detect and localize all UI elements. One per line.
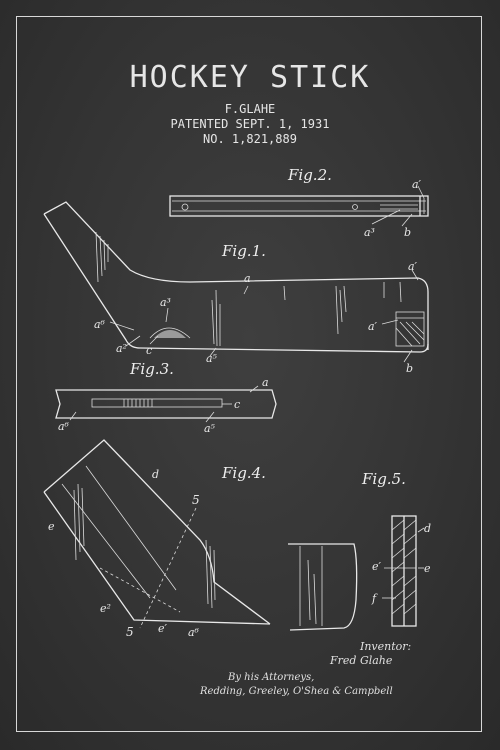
fig4-label-d: d xyxy=(152,468,159,481)
attorneys-label: By his Attorneys, xyxy=(227,672,314,683)
fig1-label-c: c xyxy=(146,344,152,357)
patent-number: NO. 1,821,889 xyxy=(203,132,297,146)
figure-1: Fig.1. xyxy=(43,201,429,375)
fig1-label-a5: a⁵ xyxy=(206,352,218,365)
fig4-label-e1: e′ xyxy=(158,622,168,635)
fig1-label-a2: a² xyxy=(116,342,127,355)
inventor-line: F.GLAHE xyxy=(224,102,276,116)
fig1-label-a1-lower: a′ xyxy=(368,320,378,333)
fig2-caption: Fig.2. xyxy=(287,166,332,184)
fig4-label-a6: a⁶ xyxy=(188,626,200,639)
fig5-label-f: f xyxy=(371,592,378,605)
fig3-caption: Fig.3. xyxy=(129,360,174,378)
fig4-label-e2: e² xyxy=(100,602,111,615)
fig4-label-5-top: 5 xyxy=(192,493,200,507)
fig1-caption: Fig.1. xyxy=(221,242,266,260)
figure-5: Fig.5. d e′ xyxy=(361,470,431,627)
fig1-label-a1: a′ xyxy=(408,260,418,273)
fig1-label-a3: a³ xyxy=(160,296,171,309)
fig3-label-a6: a⁶ xyxy=(58,420,70,433)
figure-3: Fig.3. a c a⁶ a⁵ xyxy=(55,360,277,435)
fig3-label-c: c xyxy=(234,398,240,411)
patent-date: PATENTED SEPT. 1, 1931 xyxy=(170,117,330,131)
inventor-signature: Fred Glahe xyxy=(329,654,393,667)
fig1-label-a6: a⁶ xyxy=(94,318,106,331)
fig3-label-a5: a⁵ xyxy=(204,422,216,435)
signature-block: Inventor: Fred Glahe By his Attorneys, R… xyxy=(199,640,411,697)
inventor-label: Inventor: xyxy=(359,640,411,653)
fig5-label-e1: e′ xyxy=(372,560,382,573)
fig1-label-b: b xyxy=(406,362,413,375)
fig4-label-e: e xyxy=(48,520,55,533)
fig5-label-e: e xyxy=(424,562,431,575)
fig2-label-b: b xyxy=(404,226,411,239)
fig5-label-d: d xyxy=(424,522,431,535)
fig4-label-5-bottom: 5 xyxy=(126,625,134,639)
fig3-label-a: a xyxy=(262,376,269,389)
fig2-label-a1: a′ xyxy=(412,178,422,191)
attorneys-signature: Redding, Greeley, O'Shea & Campbell xyxy=(199,686,393,697)
fig4-caption: Fig.4. xyxy=(221,464,266,482)
poster-title: HOCKEY STICK xyxy=(129,60,371,95)
figure-2: Fig.2. a′ a³ b xyxy=(169,166,429,239)
fig1-label-a: a xyxy=(244,272,251,285)
fig2-label-a3: a³ xyxy=(364,226,375,239)
figure-4: Fig.4. 5 5 xyxy=(43,439,358,639)
fig5-caption: Fig.5. xyxy=(361,470,406,488)
poster-frame xyxy=(16,16,482,732)
